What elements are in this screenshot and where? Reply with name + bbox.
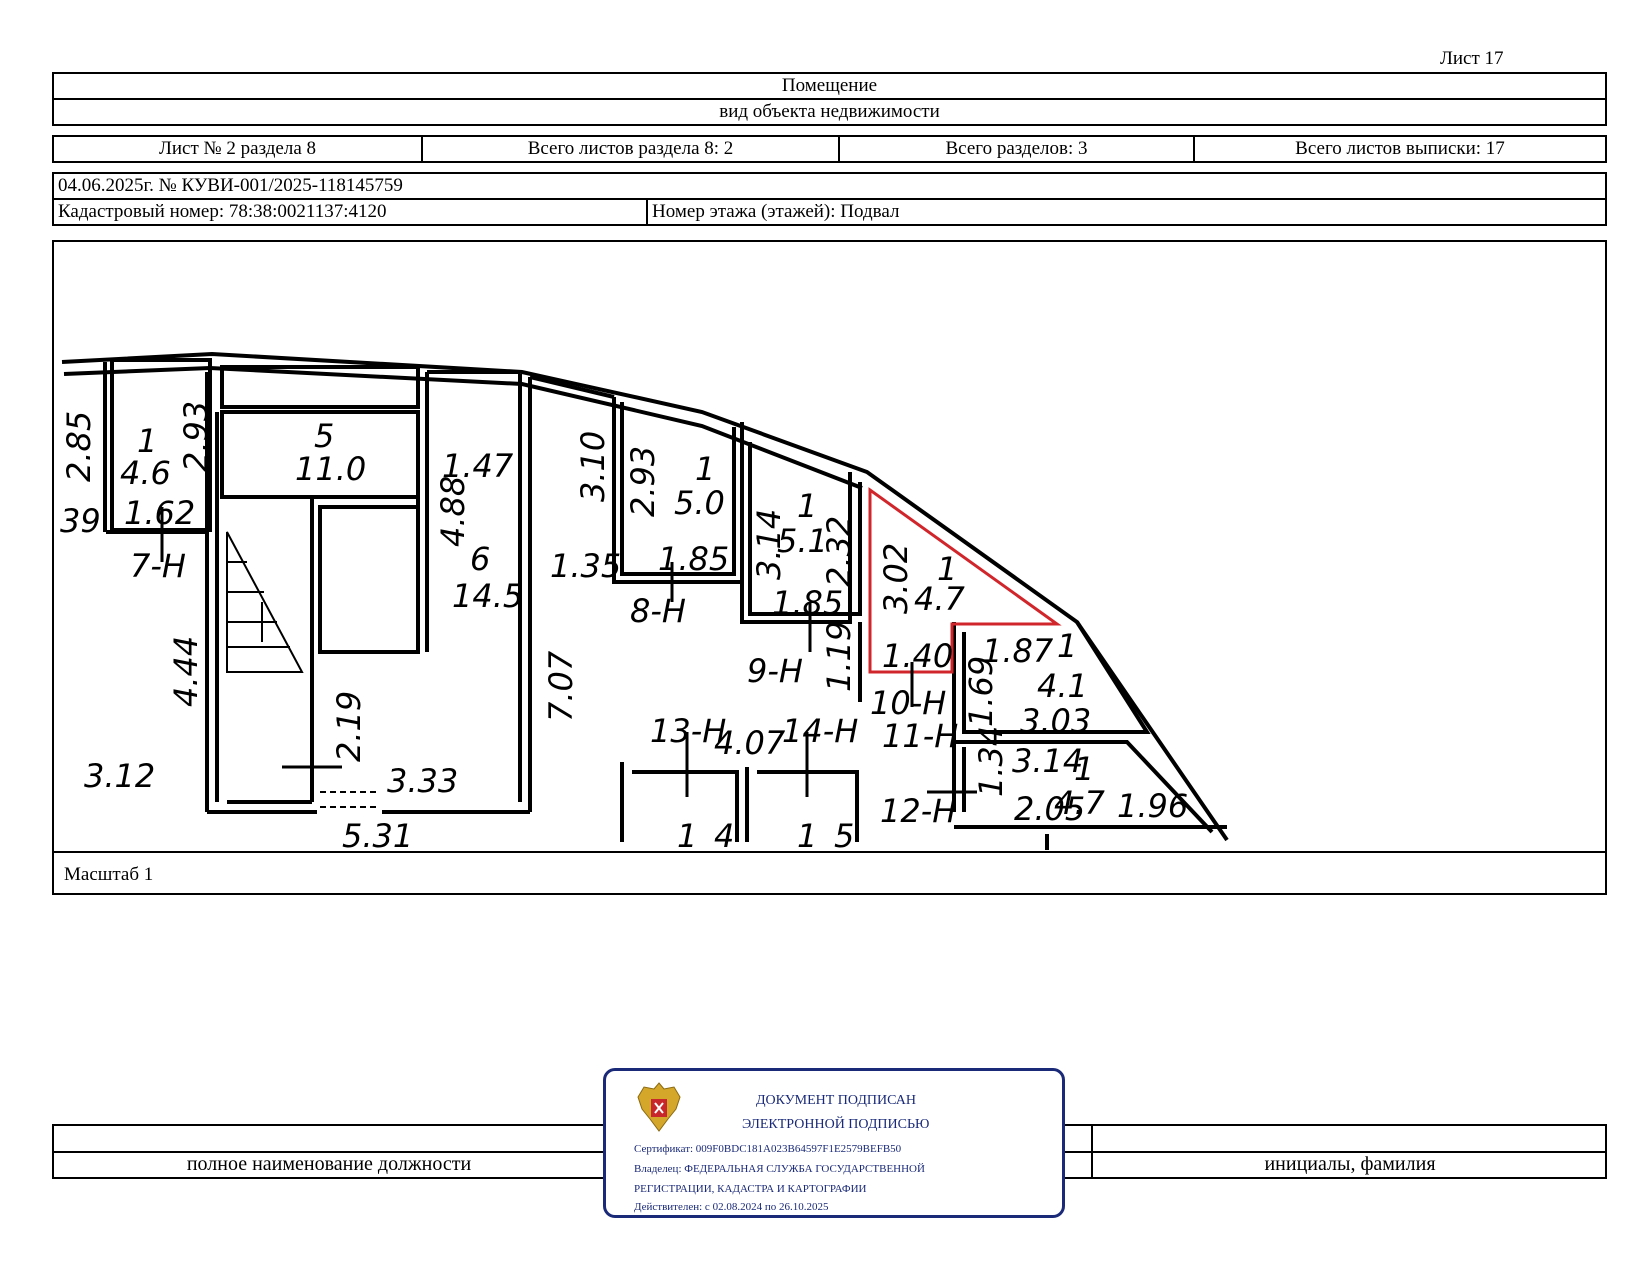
plan-label: 3.12 [84,757,155,795]
cadastral-number: Кадастровый номер: 78:38:0021137:4120 [54,200,648,224]
plan-label: 4.7 [1054,784,1106,822]
plan-label: 1.19 [820,621,858,692]
plan-label: 2.85 [60,411,98,482]
plan-label: 2.19 [330,691,368,762]
plan-label: 1.69 [962,656,1000,727]
plan-label: 5 [834,817,854,851]
object-type-row: Помещение [52,72,1607,100]
stamp-validity: Действителен: с 02.08.2024 по 26.10.2025 [634,1201,829,1213]
plan-label: 4.1 [1037,667,1088,705]
floor-number: Номер этажа (этажей): Подвал [652,201,900,222]
plan-marker-lines [160,507,977,797]
plan-label: 14.5 [452,577,523,615]
plan-label: 4.07 [714,724,786,762]
plan-label: 3.33 [387,762,458,800]
plan-label: 1.34 [972,726,1010,797]
plan-label: 3.03 [1020,702,1091,740]
plan-label: 1 [797,817,817,851]
plan-label: 2.05 [1014,790,1085,828]
plan-label: 2.93 [177,401,215,472]
plan-doorway [320,791,380,808]
plan-label: 1 [797,487,817,525]
e-signature-stamp: ДОКУМЕНТ ПОДПИСАН ЭЛЕКТРОННОЙ ПОДПИСЬЮ С… [603,1068,1065,1218]
plan-label: 4.44 [167,636,205,707]
section-sheets-total: Всего листов раздела 8: 2 [423,137,840,161]
floor-plan-frame: 2.85 2.93 1 4.6 39 1.62 7-Н 5 11.0 1.47 … [52,240,1607,895]
plan-label: 3.14 [1012,742,1083,780]
plan-label: 6 [470,540,490,578]
plan-label: 1.85 [658,540,729,578]
plan-label: 2.93 [624,446,662,517]
signature-divider [1091,1126,1093,1177]
object-type-caption-row: вид объекта недвижимости [52,98,1607,126]
plan-label: 1 [695,450,715,488]
plan-label: 11-Н [882,717,958,755]
plan-label: 4.6 [120,454,171,492]
plan-label: 4 [714,817,734,851]
date-number: 04.06.2025г. № КУВИ-001/2025-118145759 [58,175,403,196]
plan-label: 3.02 [877,543,915,614]
plan-label: 1.87 [982,632,1054,670]
plan-label: 1 [677,817,697,851]
sections-total: Всего разделов: 3 [840,137,1195,161]
plan-label: 1.62 [124,494,195,532]
plan-stair [226,531,304,673]
plan-label: 1.85 [772,584,843,622]
plan-label: 2.32 [820,516,858,587]
scale-label: Масштаб 1 [64,864,154,885]
plan-label: 5.31 [342,817,413,851]
plan-label: 1.35 [550,547,621,585]
plan-label: 4.88 [434,476,472,547]
object-type: Помещение [781,75,878,96]
plan-label: 11.0 [295,450,366,488]
name-caption: инициалы, фамилия [1264,1153,1436,1175]
plan-label: 1.96 [1117,787,1188,825]
plan-label: 10-Н [870,684,946,722]
plan-label: 12-Н [880,792,956,830]
cadastral-row: Кадастровый номер: 78:38:0021137:4120 Но… [52,198,1607,226]
stamp-certificate: Сертификат: 009F0BDC181A023B64597F1E2579… [634,1143,902,1155]
section-sheet: Лист № 2 раздела 8 [54,137,423,161]
plan-label: 1 [137,422,157,460]
plan-label: 1.40 [882,637,953,675]
sheet-number: Лист 17 [1440,48,1504,69]
plan-label: 9-Н [747,652,803,690]
plan-label: 39 [60,502,101,540]
plan-label: 7.07 [542,650,580,722]
plan-label: 13-Н [650,712,726,750]
plan-label: 1 [1057,627,1077,665]
stamp-owner-1: Владелец: ФЕДЕРАЛЬНАЯ СЛУЖБА ГОСУДАРСТВЕ… [634,1163,925,1175]
plan-label: 14-Н [782,712,858,750]
plan-label: 5.1 [777,522,828,560]
plan-label: 8-Н [630,592,686,630]
plan-label: 1.47 [442,447,514,485]
position-caption: полное наименование должности [186,1153,472,1175]
plan-label: 7-Н [130,547,186,585]
plan-label: 1 [1074,750,1094,788]
plan-label: 5.0 [674,484,725,522]
coat-of-arms-icon [637,1082,681,1132]
highlighted-room-outline [868,487,1062,674]
plan-label: 5 [314,417,334,455]
extract-sheets-total: Всего листов выписки: 17 [1295,138,1505,159]
stamp-title-2: ЭЛЕКТРОННОЙ ПОДПИСЬЮ [742,1117,930,1132]
floor-plan: 2.85 2.93 1 4.6 39 1.62 7-Н 5 11.0 1.47 … [54,242,1605,853]
floor-plan-drawing: 2.85 2.93 1 4.6 39 1.62 7-Н 5 11.0 1.47 … [60,351,1229,851]
stamp-owner-2: РЕГИСТРАЦИИ, КАДАСТРА И КАРТОГРАФИИ [634,1183,867,1195]
date-number-row: 04.06.2025г. № КУВИ-001/2025-118145759 [52,172,1607,200]
object-type-caption: вид объекта недвижимости [719,101,940,122]
plan-label: 1 [937,550,957,588]
sheet-info-row: Лист № 2 раздела 8 Всего листов раздела … [52,135,1607,163]
plan-label: 3.14 [750,509,788,580]
stamp-title-1: ДОКУМЕНТ ПОДПИСАН [756,1093,916,1108]
plan-label: 4.7 [914,580,966,618]
plan-label: 3.10 [574,431,612,502]
